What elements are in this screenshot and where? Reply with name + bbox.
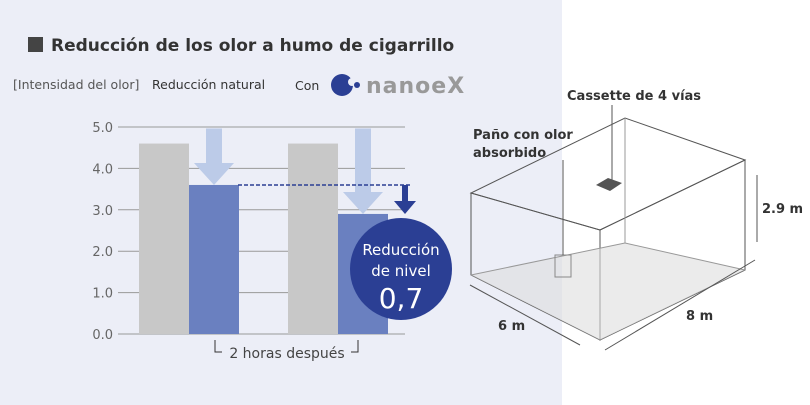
width-arrow bbox=[469, 284, 581, 346]
nanoex-logo: nanoeX bbox=[331, 74, 465, 98]
bar-nanoe bbox=[189, 184, 239, 334]
length-arrow bbox=[604, 259, 756, 351]
chart-title: Reducción de los olor a humo de cigarril… bbox=[28, 36, 454, 56]
y-tick-label: 2.0 bbox=[92, 245, 113, 260]
y-tick-label: 3.0 bbox=[92, 204, 113, 219]
y-axis-label: [Intensidad del olor] bbox=[13, 77, 140, 92]
cassette-icon bbox=[596, 178, 622, 191]
height-label: 2.9 m bbox=[762, 202, 803, 217]
badge-value: 0,7 bbox=[379, 282, 424, 315]
cloth-label-2: absorbido bbox=[473, 146, 546, 161]
bar-natural bbox=[288, 143, 338, 334]
x-axis-label: 2 horas después bbox=[229, 346, 344, 362]
y-tick-label: 1.0 bbox=[92, 287, 113, 302]
svg-text:nanoeX: nanoeX bbox=[366, 74, 465, 98]
down-arrow-icon bbox=[394, 184, 416, 214]
reduction-arrow-icon bbox=[194, 128, 234, 185]
room-floor bbox=[471, 243, 745, 340]
x-bracket bbox=[214, 340, 359, 353]
badge-line1: Reducción bbox=[362, 241, 439, 259]
y-tick-label: 4.0 bbox=[92, 162, 113, 177]
title-text: Reducción de los olor a humo de cigarril… bbox=[51, 36, 455, 56]
reduction-badge bbox=[350, 218, 452, 320]
legend-con: Con bbox=[295, 78, 320, 93]
square-bullet-icon bbox=[28, 37, 43, 52]
reduction-arrow-icon bbox=[343, 128, 383, 214]
chart-panel bbox=[0, 0, 562, 405]
width-label: 6 m bbox=[498, 319, 525, 334]
y-tick-label: 0.0 bbox=[92, 328, 113, 343]
cassette-label: Cassette de 4 vías bbox=[567, 89, 701, 104]
badge-line2: de nivel bbox=[371, 262, 430, 280]
bar-natural bbox=[139, 143, 189, 334]
y-tick-label: 5.0 bbox=[92, 121, 113, 136]
length-label: 8 m bbox=[686, 309, 713, 324]
cloth-label-1: Paño con olor bbox=[473, 128, 573, 143]
legend-natural: Reducción natural bbox=[152, 77, 266, 92]
